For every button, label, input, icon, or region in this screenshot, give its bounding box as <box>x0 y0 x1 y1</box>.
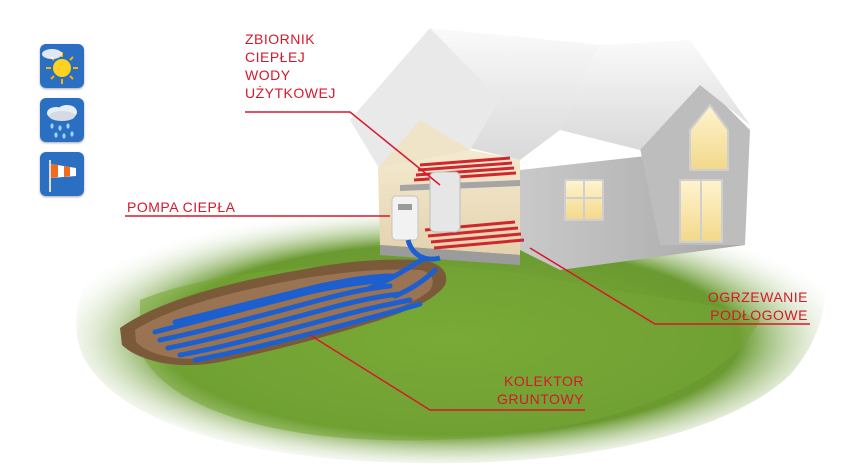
label-line: POMPA CIEPŁA <box>127 199 236 215</box>
label-line: PODŁOGOWE <box>710 307 808 323</box>
label-line: CIEPŁEJ <box>245 49 306 65</box>
label-hot-water-tank: ZBIORNIK CIEPŁEJ WODY UŻYTKOWEJ <box>245 30 336 102</box>
label-line: OGRZEWANIE <box>707 289 808 305</box>
house <box>350 28 750 270</box>
leader-tank <box>245 111 441 186</box>
label-line: KOLEKTOR <box>504 373 584 389</box>
leader-floor-heating <box>529 247 810 325</box>
label-line: WODY <box>245 67 291 83</box>
label-floor-heating: OGRZEWANIE PODŁOGOWE <box>708 288 808 324</box>
rain-cloud-icon <box>40 98 84 142</box>
leader-lines <box>125 111 810 411</box>
label-ground-collector: KOLEKTOR GRUNTOWY <box>497 372 584 408</box>
sun-icon <box>40 44 84 88</box>
label-heat-pump: POMPA CIEPŁA <box>127 198 235 216</box>
windsock-icon <box>40 152 84 196</box>
label-line: ZBIORNIK <box>245 31 316 47</box>
label-line: GRUNTOWY <box>497 391 584 407</box>
ground-collector-pipes <box>152 249 453 363</box>
label-line: UŻYTKOWEJ <box>245 85 336 101</box>
leader-ground-collector <box>309 334 585 411</box>
